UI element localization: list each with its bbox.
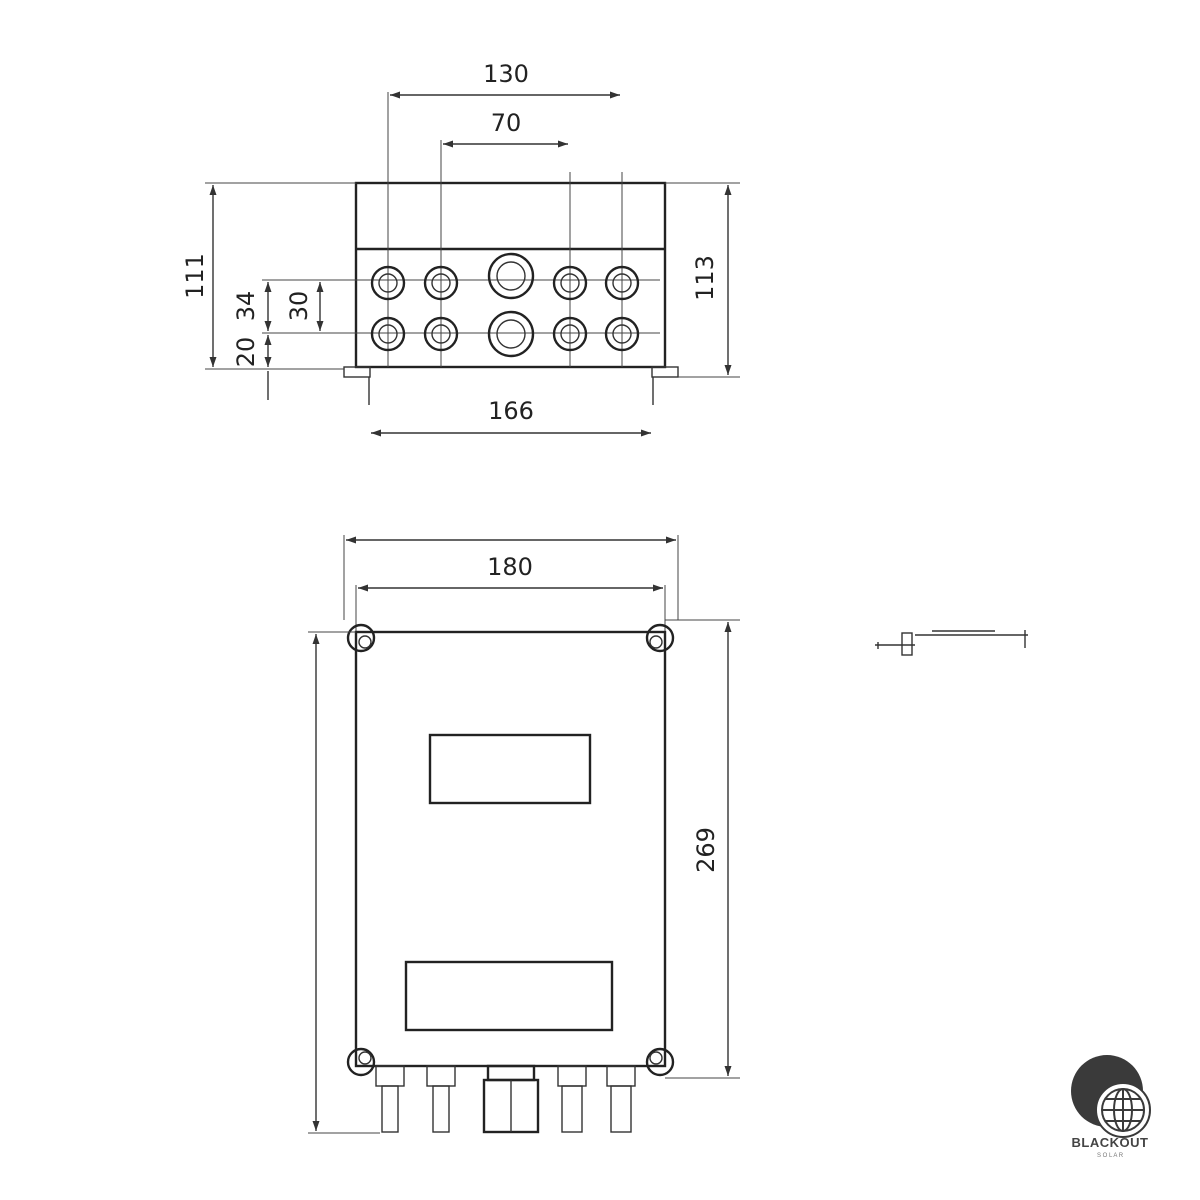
cable-gland-row-top — [370, 252, 640, 301]
logo-text: BLACKOUT — [1072, 1135, 1149, 1150]
dim-130-label: 130 — [483, 60, 529, 88]
mounting-bracket-detail — [875, 630, 1028, 656]
mounting-foot-left — [343, 366, 371, 378]
logo-subtext: S O L A R — [1097, 1153, 1124, 1159]
label-window-bottom — [404, 960, 614, 1032]
bottom-connectors — [375, 1064, 636, 1134]
top-view-enclosure — [354, 181, 667, 369]
globe-icon — [1101, 1088, 1145, 1132]
front-view: 180 — [308, 535, 740, 1134]
cable-gland-row-bottom — [370, 310, 640, 358]
dim-70-label: 70 — [491, 109, 522, 137]
dim-269-label: 269 — [692, 827, 720, 873]
dim-30-label: 30 — [285, 291, 313, 322]
label-window-top — [428, 733, 592, 805]
top-view: 130 70 111 113 34 30 20 166 — [181, 60, 740, 437]
dim-111-label: 111 — [181, 253, 209, 299]
corner-screws — [346, 623, 675, 1077]
dim-34-label: 34 — [232, 291, 260, 322]
brand-logo: BLACKOUT S O L A R — [1071, 1055, 1151, 1159]
dim-113-label: 113 — [691, 255, 719, 301]
front-view-enclosure — [354, 630, 667, 1068]
dim-20-label: 20 — [232, 337, 260, 368]
mounting-foot-right — [651, 366, 679, 378]
dim-166-label: 166 — [488, 397, 534, 425]
dim-180-label: 180 — [487, 553, 533, 581]
